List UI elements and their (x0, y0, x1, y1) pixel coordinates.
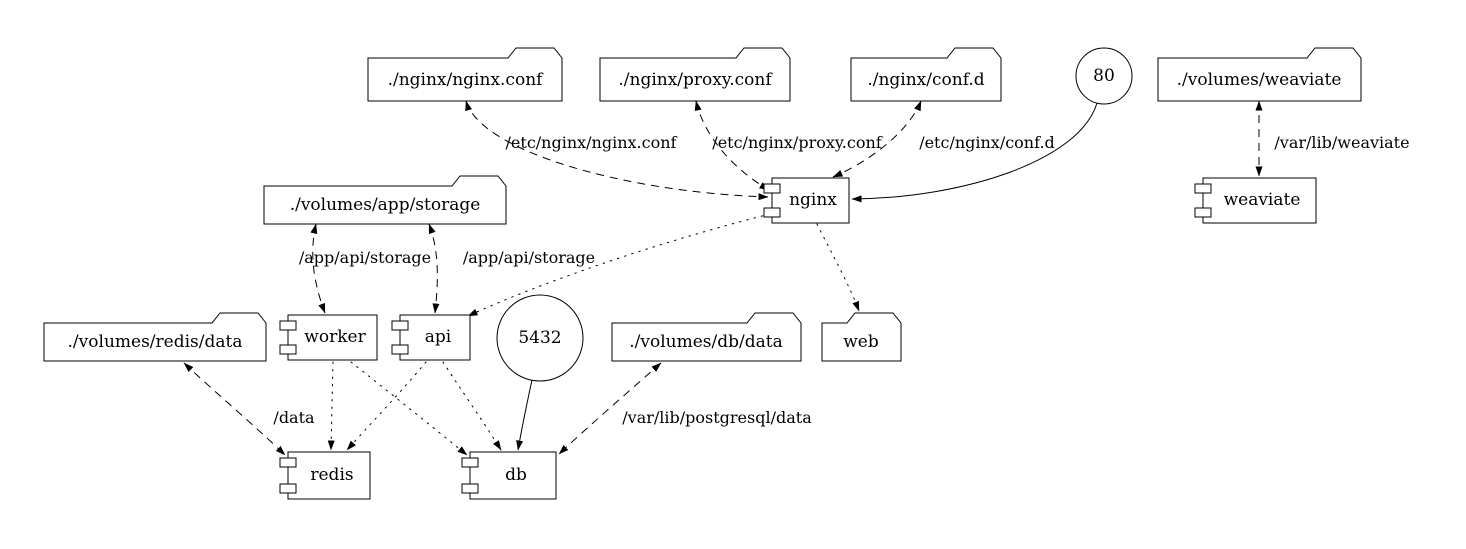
component-box (287, 314, 378, 361)
folder-icon (821, 312, 902, 362)
component-tab-icon (763, 207, 781, 218)
node-label: weaviate (1224, 190, 1301, 210)
edge-nginx-api (467, 213, 771, 317)
node-port-5432: 5432 (496, 294, 584, 382)
node-volumes-app-storage: ./volumes/app/storage (263, 175, 507, 225)
node-volumes-redis-data: ./volumes/redis/data (43, 312, 267, 362)
edge-api-db (442, 361, 502, 451)
edge-80-nginx (851, 102, 1098, 203)
edge-label-redis-mount: /data (273, 408, 315, 427)
node-worker: worker (279, 314, 378, 361)
node-label: api (425, 327, 452, 347)
edge-proxyconf-nginx (694, 100, 770, 191)
node-nginx-conf: ./nginx/nginx.conf (367, 47, 563, 102)
node-label: ./nginx/nginx.conf (388, 70, 545, 90)
edge-label-conf-d-mount: /etc/nginx/conf.d (919, 133, 1055, 152)
edge-labels: /etc/nginx/nginx.conf /etc/nginx/proxy.c… (273, 133, 1409, 427)
node-label: redis (310, 465, 353, 485)
edge-label-db-mount: /var/lib/postgresql/data (622, 408, 812, 427)
node-label: nginx (789, 190, 837, 210)
component-box (469, 451, 557, 500)
port-circle-icon (496, 294, 584, 382)
folder-icon (599, 47, 791, 102)
node-redis: redis (279, 451, 371, 500)
edges (183, 100, 1263, 456)
folder-icon (611, 312, 802, 362)
node-weaviate: weaviate (1194, 177, 1317, 224)
folder-icon (367, 47, 563, 102)
edge-label-storage-mount-worker: /app/api/storage (299, 248, 431, 267)
node-label: worker (304, 327, 366, 347)
node-db: db (461, 451, 557, 500)
component-tab-icon (279, 344, 297, 355)
node-label: db (505, 465, 527, 485)
node-label: ./nginx/proxy.conf (618, 70, 773, 90)
component-tab-icon (279, 320, 297, 331)
edge-nginx-web (816, 223, 860, 312)
edge-label-proxy-conf-mount: /etc/nginx/proxy.conf (712, 133, 882, 152)
edge-worker-db (350, 361, 468, 456)
node-label: ./volumes/app/storage (290, 195, 481, 215)
node-label: web (843, 332, 879, 352)
port-circle-icon (1075, 47, 1133, 105)
folder-icon (263, 175, 507, 225)
node-port-80: 80 (1075, 47, 1133, 105)
edge-dbvol-db (558, 362, 662, 455)
component-tab-icon (391, 320, 409, 331)
component-tab-icon (1194, 183, 1212, 194)
component-tab-icon (1194, 207, 1212, 218)
node-volumes-weaviate: ./volumes/weaviate (1157, 47, 1362, 102)
edge-5432-db (516, 379, 533, 451)
component-box (771, 177, 850, 224)
component-tab-icon (279, 483, 297, 494)
folder-icon (43, 312, 267, 362)
node-label: ./volumes/redis/data (68, 332, 243, 352)
folder-icon (1157, 47, 1362, 102)
edge-api-redis (346, 361, 427, 451)
node-conf-d: ./nginx/conf.d (850, 47, 1002, 102)
component-tab-icon (461, 483, 479, 494)
node-label: ./nginx/conf.d (867, 70, 984, 90)
component-box (1202, 177, 1317, 224)
component-tab-icon (461, 457, 479, 468)
component-tab-icon (391, 344, 409, 355)
node-volumes-db-data: ./volumes/db/data (611, 312, 802, 362)
edge-confd-nginx (832, 100, 922, 178)
component-box (287, 451, 371, 500)
node-label: ./volumes/weaviate (1177, 70, 1342, 90)
nodes: ./nginx/nginx.conf ./nginx/proxy.conf ./… (43, 47, 1362, 500)
edge-label-nginx-conf-mount: /etc/nginx/nginx.conf (506, 133, 678, 152)
folder-icon (850, 47, 1002, 102)
edge-label-storage-mount-api: /app/api/storage (463, 248, 595, 267)
node-nginx: nginx (763, 177, 850, 224)
node-label: 5432 (518, 328, 561, 348)
node-label: 80 (1093, 66, 1115, 86)
edge-label-weaviate-mount: /var/lib/weaviate (1274, 133, 1409, 152)
node-web: web (821, 312, 902, 362)
component-tab-icon (279, 457, 297, 468)
edge-nginxconf-nginx (465, 100, 769, 201)
node-api: api (391, 314, 471, 361)
component-tab-icon (763, 183, 781, 194)
edge-redisvol-redis (183, 362, 286, 456)
node-proxy-conf: ./nginx/proxy.conf (599, 47, 791, 102)
component-box (399, 314, 471, 361)
edge-storage-worker (310, 223, 326, 314)
edge-worker-redis (327, 361, 335, 451)
node-label: ./volumes/db/data (629, 332, 782, 352)
edge-storage-api (428, 223, 440, 314)
